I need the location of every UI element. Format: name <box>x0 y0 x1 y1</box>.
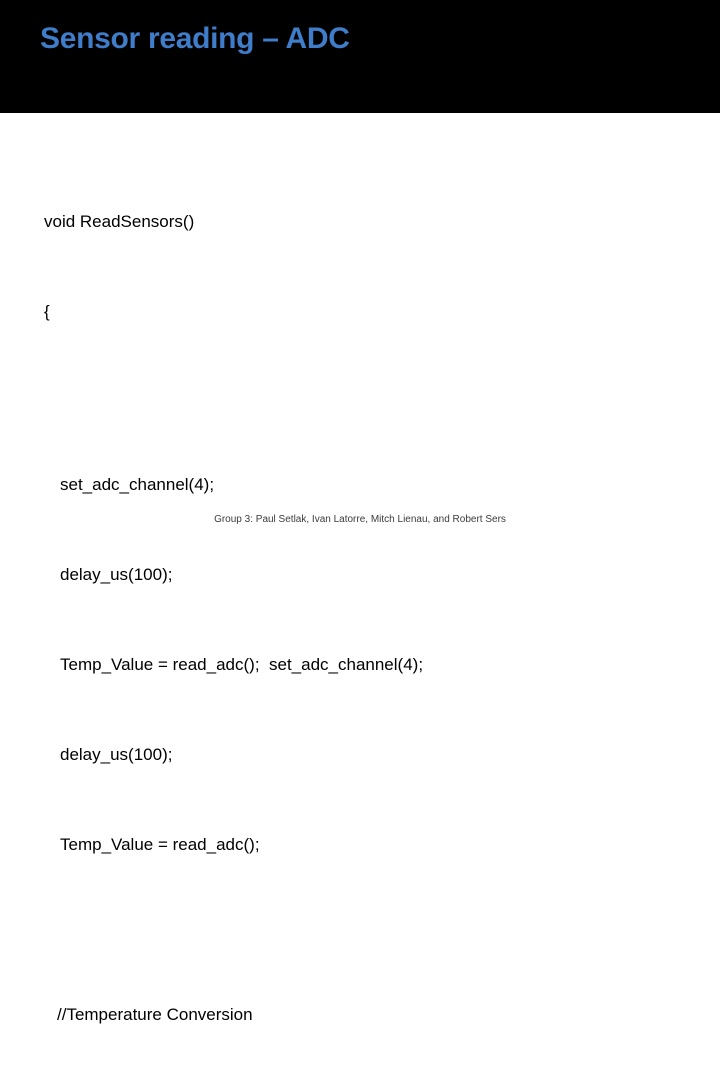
title-band <box>0 0 720 113</box>
code-blank-line <box>44 391 684 407</box>
code-blank-line <box>44 924 684 936</box>
code-line-set-adc-channel-1: set_adc_channel(4); <box>60 475 215 494</box>
footer-credits: Group 3: Paul Setlak, Ivan Latorre, Mitc… <box>214 514 506 525</box>
code-line-open-brace: { <box>44 301 50 321</box>
code-line-delay-us-1: delay_us(100); <box>60 565 173 584</box>
code-line-delay-us-2: delay_us(100); <box>60 745 173 764</box>
code-line-comment-temperature-conversion: //Temperature Conversion <box>57 1004 253 1024</box>
slide-content-area: void ReadSensors() { set_adc_channel(4);… <box>0 113 720 1024</box>
code-line-read-adc-2: Temp_Value = read_adc(); <box>60 835 260 854</box>
code-line-function-signature: void ReadSensors() <box>44 211 195 231</box>
code-listing: void ReadSensors() { set_adc_channel(4);… <box>44 143 684 1080</box>
code-line-read-adc-1: Temp_Value = read_adc(); set_adc_channel… <box>60 655 424 674</box>
slide: Sensor reading – ADC void ReadSensors() … <box>0 0 720 1024</box>
page-title: Sensor reading – ADC <box>40 22 350 55</box>
